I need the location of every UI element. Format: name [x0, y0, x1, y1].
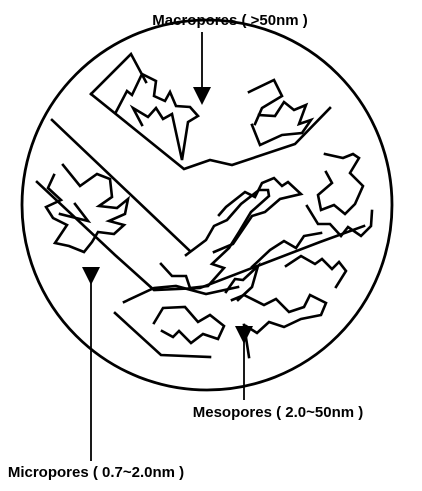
branched-pore-right-top [318, 154, 363, 214]
branched-pore-left [46, 165, 128, 252]
macropore-upper-left-wall [91, 94, 330, 169]
branched-pore-top-right-arm [249, 80, 282, 124]
branched-pore-bottom-left [154, 307, 224, 343]
macropore-lower-diagonal [124, 286, 238, 302]
macropore-top-channel [91, 54, 146, 94]
branched-pore-right-lower [286, 256, 346, 287]
branched-pore-bottom-right [232, 295, 326, 333]
micropores-label: Micropores ( 0.7~2.0nm ) [8, 464, 184, 481]
macropore-left-wall [52, 120, 190, 251]
mesopores-label: Mesopores ( 2.0~50nm ) [193, 404, 363, 421]
branched-pore-center-upper [214, 178, 301, 252]
macropore-lower-wall [37, 182, 364, 290]
